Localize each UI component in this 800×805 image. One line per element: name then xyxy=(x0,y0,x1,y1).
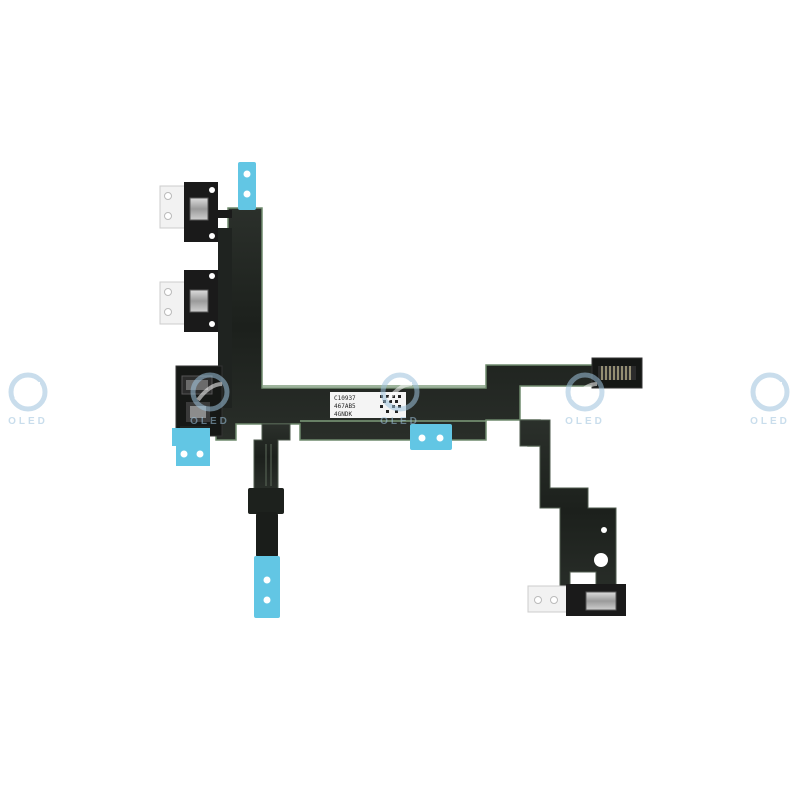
blue-stiffener-bottom-left xyxy=(172,428,210,466)
watermark-right: OLED xyxy=(740,370,800,440)
left-upper-button-assembly xyxy=(159,182,232,242)
label-line-3: 4GNDK xyxy=(334,411,352,418)
watermark-center-right: OLED xyxy=(555,370,615,440)
oled-ring-logo-icon xyxy=(8,372,48,412)
watermark-text: OLED xyxy=(190,416,230,427)
board-connector xyxy=(591,357,643,389)
flex-bottom-branch xyxy=(253,423,291,491)
flex-cable xyxy=(215,207,617,603)
left-side-trace xyxy=(218,228,232,408)
watermark-text: OLED xyxy=(565,416,605,427)
oled-ring-logo-icon xyxy=(380,372,420,412)
blue-stiffener-top xyxy=(238,162,256,210)
power-button-assembly xyxy=(527,527,626,616)
flex-bottom-neck xyxy=(256,512,278,558)
watermark-text: OLED xyxy=(8,416,48,427)
flex-bottom-pad xyxy=(248,488,284,514)
blue-stiffener-center xyxy=(410,424,452,450)
watermark-center: OLED xyxy=(370,370,430,440)
watermark-text: OLED xyxy=(380,416,420,427)
watermark-text: OLED xyxy=(750,416,790,427)
watermark-left: OLED xyxy=(0,370,58,440)
watermark-center-left: OLED xyxy=(180,370,240,440)
label-line-2: 467AB5 xyxy=(334,403,356,410)
oled-ring-logo-icon xyxy=(750,372,790,412)
label-line-1: C10937 xyxy=(334,395,356,402)
blue-stiffener-bottom xyxy=(254,556,280,618)
oled-ring-logo-icon xyxy=(190,372,230,412)
oled-ring-logo-icon xyxy=(565,372,605,412)
flex-right-branch xyxy=(519,419,617,603)
